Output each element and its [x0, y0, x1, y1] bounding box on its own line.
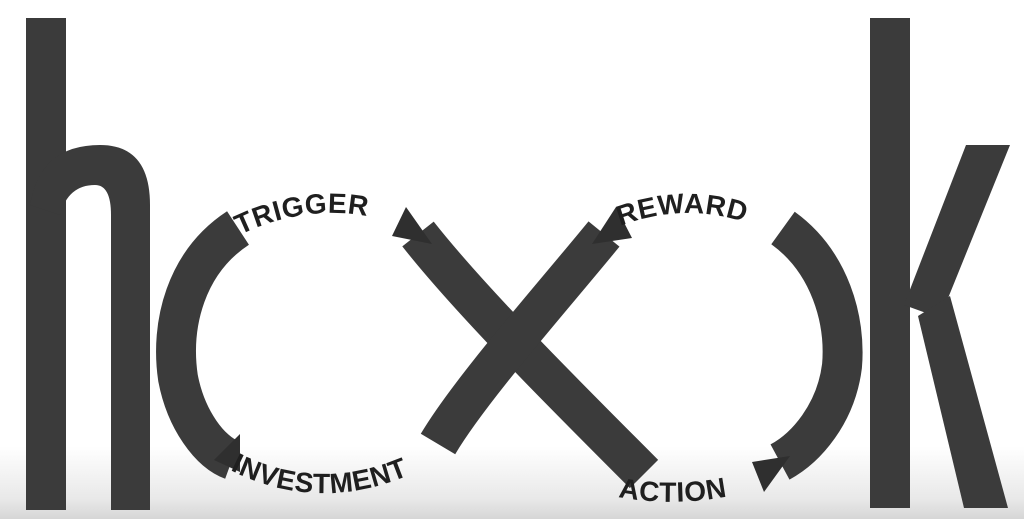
action-label: ACTION — [617, 472, 729, 508]
reward-arrow-icon — [592, 207, 632, 244]
cycle-arrows — [214, 207, 790, 492]
reward-label: REWARD — [612, 188, 751, 232]
infinity-loop — [156, 211, 863, 489]
loop-left-arc — [156, 211, 250, 479]
investment-label: INVESTMENT — [227, 448, 411, 500]
trigger-arrow-icon — [392, 207, 432, 244]
loop-right-arc — [769, 211, 863, 480]
letter-h — [26, 18, 150, 510]
investment-arrow-icon — [214, 434, 240, 472]
action-arrow-icon — [752, 456, 790, 492]
trigger-label: TRIGGER — [230, 188, 371, 241]
loop-cross-up — [420, 221, 620, 455]
letter-k — [870, 18, 1010, 508]
